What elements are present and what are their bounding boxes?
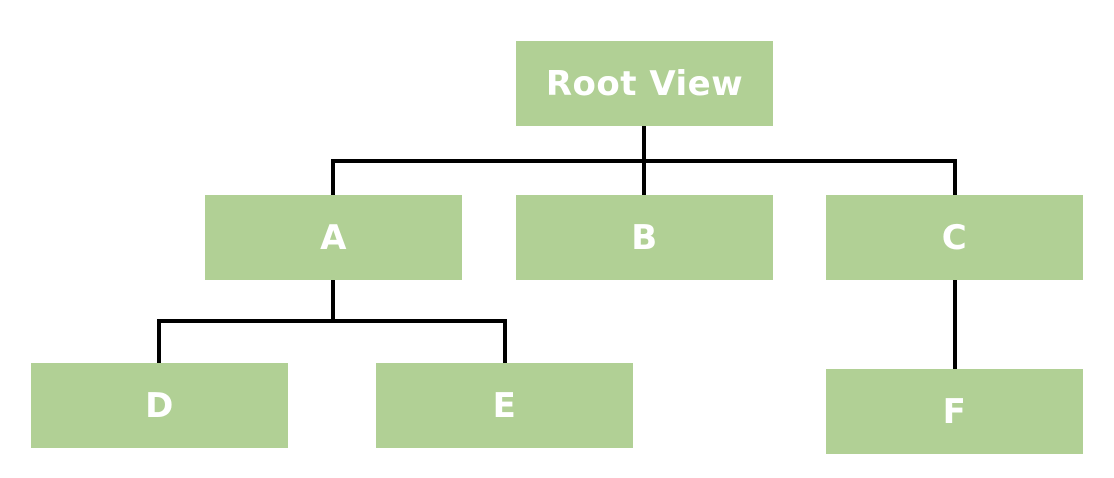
node-root-view-label: Root View: [545, 63, 744, 104]
node-f-label: F: [942, 391, 967, 432]
node-b-label: B: [631, 217, 658, 258]
node-b: B: [516, 195, 773, 280]
node-c: C: [826, 195, 1083, 280]
node-d: D: [31, 363, 288, 448]
node-e-label: E: [492, 385, 517, 426]
node-root-view: Root View: [516, 41, 773, 126]
node-a-label: A: [320, 217, 347, 258]
node-f: F: [826, 369, 1083, 454]
node-c-label: C: [941, 217, 968, 258]
node-a: A: [205, 195, 462, 280]
node-e: E: [376, 363, 633, 448]
node-d-label: D: [145, 385, 174, 426]
